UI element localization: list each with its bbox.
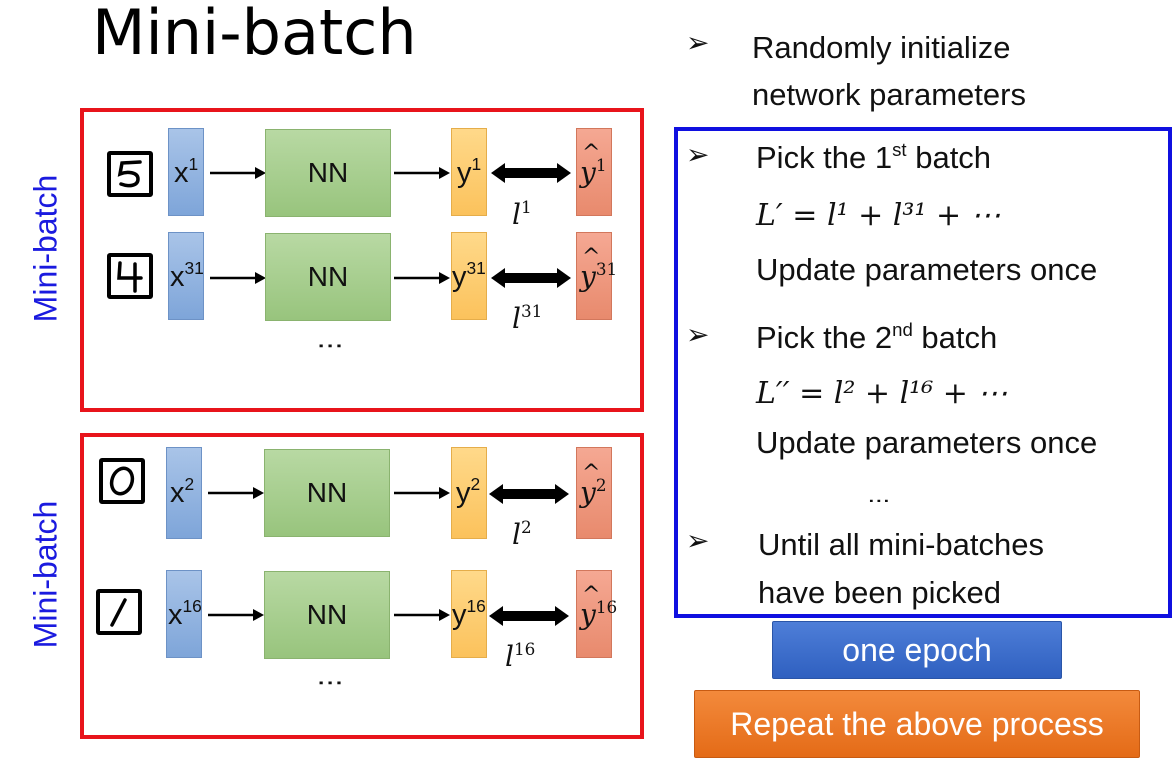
nn-block: NN: [265, 129, 391, 217]
input-bar: [168, 128, 204, 216]
double-arrow-icon: [489, 484, 569, 504]
bullet-icon: ➢: [686, 319, 710, 350]
input-bar: [166, 447, 202, 539]
digit-image-1: [96, 589, 142, 635]
output-bar: [451, 447, 487, 539]
double-arrow-icon: [491, 268, 571, 288]
mini-batch-box-2: [80, 433, 644, 739]
bullet-icon: ➢: [686, 27, 710, 58]
step-update-2: Update parameters once: [756, 425, 1098, 460]
nn-block: NN: [265, 233, 391, 321]
loss-label: l16: [505, 638, 536, 673]
digit-image-4: [107, 253, 153, 299]
more-steps-dots: ⋮: [867, 490, 892, 513]
bullet-icon: ➢: [686, 525, 710, 556]
loss-formula-1: L′ = l¹ + l³¹ + ⋯: [756, 198, 1001, 233]
arrow-icon: [208, 609, 264, 621]
bullet-icon: ➢: [686, 139, 710, 170]
step-update-1: Update parameters once: [756, 252, 1098, 287]
arrow-icon: [394, 272, 450, 284]
target-label: y31: [580, 243, 617, 292]
one-epoch-button[interactable]: one epoch: [772, 621, 1062, 679]
input-label: x31: [170, 258, 204, 293]
arrow-icon: [208, 487, 264, 499]
input-label: x16: [168, 596, 202, 631]
loss-formula-2: L′′ = l² + l¹⁶ + ⋯: [756, 376, 1008, 411]
input-bar: [168, 232, 204, 320]
more-rows-dots: ⋮: [316, 333, 346, 360]
target-label: y2: [580, 459, 607, 508]
output-bar: [451, 128, 487, 216]
step-until-line-2: have been picked: [758, 575, 1002, 610]
output-bar: [451, 232, 487, 320]
input-label: x1: [174, 154, 199, 189]
step-until-line-1: Until all mini-batches: [758, 527, 1044, 562]
step-pick-2: Pick the 2nd batch: [756, 318, 998, 355]
arrow-icon: [210, 272, 266, 284]
loss-label: l1: [512, 196, 532, 231]
more-rows-dots: ⋮: [316, 670, 346, 697]
arrow-icon: [394, 167, 450, 179]
target-label: y16: [580, 581, 617, 630]
step-pick-1: Pick the 1st batch: [756, 138, 992, 175]
arrow-icon: [210, 167, 266, 179]
step-init-line-1: Randomly initialize: [752, 30, 1011, 65]
output-bar: [451, 570, 487, 658]
repeat-process-button[interactable]: Repeat the above process: [694, 690, 1140, 758]
input-label: x2: [170, 474, 195, 509]
output-label: y31: [452, 258, 486, 293]
output-label: y2: [456, 474, 481, 509]
target-label: y1: [580, 139, 607, 188]
loss-label: l2: [512, 516, 532, 551]
mini-batch-label-1: Mini-batch: [27, 174, 64, 323]
nn-block: NN: [264, 571, 390, 659]
double-arrow-icon: [491, 163, 571, 183]
mini-batch-box-1: [80, 108, 644, 412]
step-init-line-2: network parameters: [752, 77, 1026, 112]
double-arrow-icon: [489, 606, 569, 626]
input-bar: [166, 570, 202, 658]
mini-batch-label-2: Mini-batch: [27, 500, 64, 649]
output-label: y1: [457, 154, 482, 189]
digit-image-0: [99, 458, 145, 504]
loss-label: l31: [512, 300, 543, 335]
nn-block: NN: [264, 449, 390, 537]
arrow-icon: [394, 487, 450, 499]
output-label: y16: [452, 596, 486, 631]
arrow-icon: [394, 609, 450, 621]
digit-image-5: [107, 151, 153, 197]
page-title: Mini-batch: [92, 0, 417, 69]
epoch-steps-box: [674, 127, 1172, 618]
